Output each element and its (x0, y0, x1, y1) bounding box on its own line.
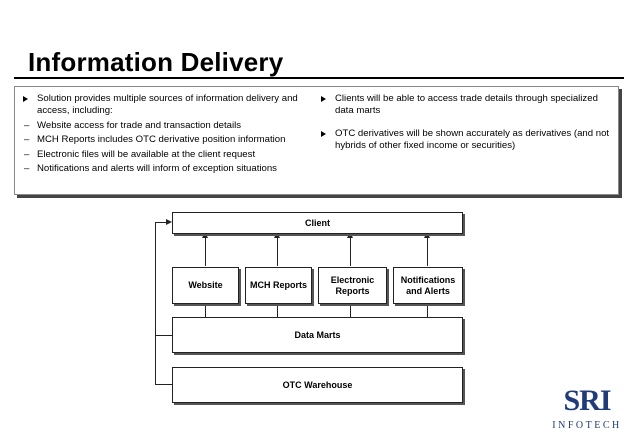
sub-bullet-item: – Website access for trade and transacti… (23, 120, 313, 132)
bullet-arrow-icon (321, 96, 326, 102)
channel-label: MCH Reports (249, 280, 307, 290)
bullet-arrow-icon (321, 130, 326, 137)
channel-box-notifications: Notifications and Alerts (393, 267, 463, 304)
bullet-item: Solution provides multiple sources of in… (23, 93, 313, 118)
channel-box-mch-reports: MCH Reports (245, 267, 312, 304)
client-label: Client (304, 217, 330, 228)
bullet-arrow-icon (23, 96, 28, 102)
channel-label: Website (188, 280, 223, 290)
channel-label: Notifications and Alerts (400, 274, 456, 296)
connector-line (427, 236, 428, 266)
bullet-text: Solution provides multiple sources of in… (37, 93, 298, 117)
sub-bullet-item: – Notifications and alerts will inform o… (23, 163, 313, 175)
feedback-line-bottom (155, 384, 172, 385)
connector-line (205, 236, 206, 266)
client-box: Client (172, 212, 463, 234)
dash-marker: – (24, 134, 30, 146)
sri-infotech-logo: SRI INFOTECH (545, 384, 629, 434)
arrow-head-icon (274, 232, 280, 238)
sub-bullet-text: Website access for trade and transaction… (37, 119, 242, 131)
bullet-text: OTC derivatives will be shown accurately… (335, 127, 610, 152)
channel-label: Electronic Reports (330, 274, 375, 296)
bullet-item: OTC derivatives will be shown accurately… (321, 128, 613, 153)
bullet-column-left: Solution provides multiple sources of in… (23, 93, 313, 177)
connector-line (277, 304, 278, 317)
connector-line (277, 236, 278, 266)
bullet-item: Clients will be able to access trade det… (321, 93, 613, 118)
logo-name: SRI (563, 384, 611, 417)
dash-marker: – (24, 148, 30, 160)
connector-line (205, 304, 206, 317)
title-divider (14, 77, 624, 79)
otc-warehouse-label: OTC Warehouse (282, 379, 353, 390)
data-marts-box: Data Marts (172, 317, 463, 353)
arrow-head-icon (166, 219, 172, 225)
data-marts-label: Data Marts (294, 329, 341, 340)
sub-bullet-text: Notifications and alerts will inform of … (37, 163, 277, 175)
dash-marker: – (24, 163, 30, 175)
connector-line (350, 304, 351, 317)
sub-bullet-item: – MCH Reports includes OTC derivative po… (23, 134, 313, 146)
channel-box-electronic-reports: Electronic Reports (318, 267, 387, 304)
sub-bullet-text: Electronic files will be available at th… (37, 148, 256, 160)
connector-line (350, 236, 351, 266)
arrow-head-icon (202, 232, 208, 238)
sub-bullet-text: MCH Reports includes OTC derivative posi… (37, 134, 286, 146)
otc-warehouse-box: OTC Warehouse (172, 367, 463, 403)
sub-bullet-item: – Electronic files will be available at … (23, 149, 313, 161)
arrow-head-icon (424, 232, 430, 238)
connector-line (427, 304, 428, 317)
feedback-line-vertical (155, 222, 156, 385)
arrow-head-icon (347, 232, 353, 238)
bullet-panel: Solution provides multiple sources of in… (14, 86, 619, 195)
dash-marker: – (24, 119, 30, 131)
channel-box-website: Website (172, 267, 239, 304)
feedback-line-mid (155, 335, 172, 336)
slide-title: Information Delivery (28, 47, 284, 77)
bullet-text: Clients will be able to access trade det… (335, 93, 598, 117)
bullet-column-right: Clients will be able to access trade det… (321, 93, 613, 155)
logo-subtitle: INFOTECH (552, 420, 622, 431)
feedback-line-top (155, 222, 167, 223)
